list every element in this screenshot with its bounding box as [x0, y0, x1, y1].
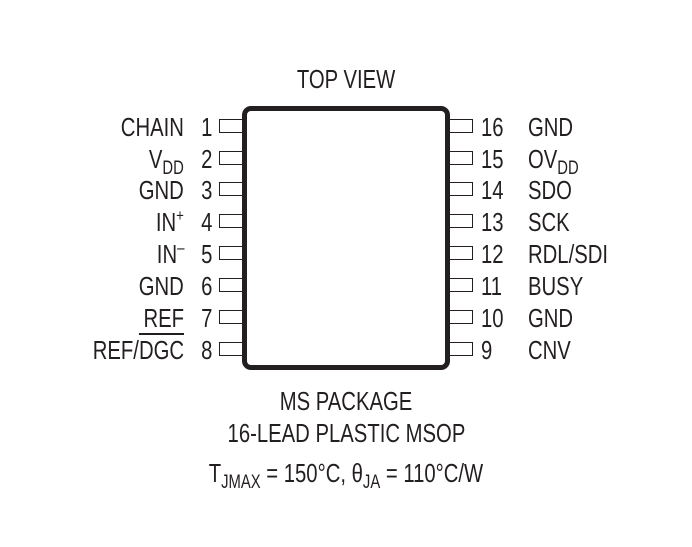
pin-number: 5	[200, 239, 212, 269]
pin-label: VDD	[149, 144, 184, 179]
pin-number: 11	[481, 271, 503, 301]
pin-lead	[219, 151, 242, 165]
ic-package-body	[242, 106, 450, 370]
pin-label: GND	[528, 303, 574, 333]
pin-label: RDL/SDI	[528, 239, 609, 269]
pin-number: 7	[200, 303, 212, 333]
pin-number: 8	[200, 335, 212, 365]
pin-lead	[219, 182, 242, 196]
pin-lead	[450, 342, 473, 356]
package-name: MS PACKAGE	[279, 386, 413, 416]
pin-label: SCK	[528, 207, 570, 237]
pin-number: 10	[481, 303, 504, 333]
pin-number: 13	[481, 207, 504, 237]
thermal-specs: TJMAX = 150°C, θJA = 110°C/W	[208, 458, 484, 493]
pin-lead	[219, 214, 242, 228]
pin-lead	[219, 342, 242, 356]
pin-number: 15	[481, 144, 504, 174]
pin-label: REF	[143, 303, 184, 333]
pin-label: OVDD	[528, 144, 579, 179]
pin-lead	[450, 214, 473, 228]
pin-label: IN+	[155, 206, 184, 237]
pin-lead	[219, 119, 242, 133]
pin-number: 3	[200, 175, 212, 205]
pin-number: 1	[200, 112, 212, 142]
pin-label: GND	[138, 271, 184, 301]
pin-label: IN–	[156, 238, 184, 269]
pin-lead	[219, 278, 242, 292]
pin-label: GND	[138, 175, 184, 205]
pin-number: 9	[481, 335, 493, 365]
pin-label: BUSY	[528, 271, 584, 301]
pin-lead	[450, 119, 473, 133]
pin-lead	[450, 151, 473, 165]
pin-lead	[450, 310, 473, 324]
top-view-title: TOP VIEW	[296, 64, 396, 94]
pin-lead	[450, 182, 473, 196]
pin-lead	[450, 246, 473, 260]
pin-label: SDO	[528, 175, 572, 205]
pin-number: 16	[481, 112, 504, 142]
pin-label: CNV	[528, 335, 571, 365]
pin-label: REF/DGC	[92, 335, 184, 365]
pin-number: 4	[200, 207, 212, 237]
package-description: 16-LEAD PLASTIC MSOP	[227, 418, 465, 448]
pin-label: CHAIN	[120, 112, 184, 142]
pin-lead	[450, 278, 473, 292]
pin-lead	[219, 246, 242, 260]
pin-number: 12	[481, 239, 504, 269]
pin-number: 2	[200, 144, 212, 174]
pin-number: 14	[481, 175, 504, 205]
pin-label: GND	[528, 112, 574, 142]
pin-number: 6	[200, 271, 212, 301]
pin-lead	[219, 310, 242, 324]
